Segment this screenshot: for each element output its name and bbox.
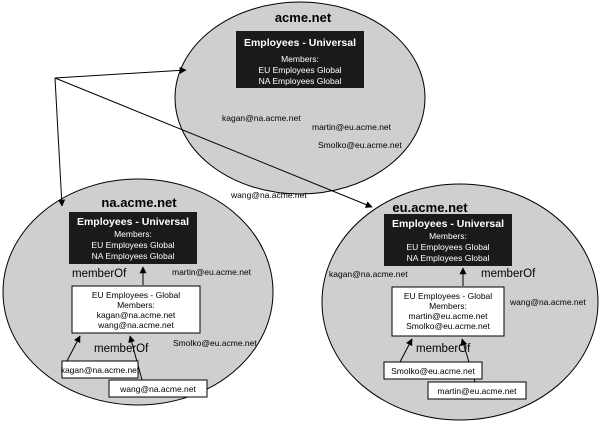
user-box-label-eu-0: Smolko@eu.acme.net <box>391 366 475 376</box>
domain-title-root: acme.net <box>275 10 332 25</box>
replication-line-to-eu <box>54 77 373 208</box>
user-label-root-2: Smolko@eu.acme.net <box>318 140 402 150</box>
user-box-na-1 <box>108 379 208 398</box>
global-group-eu <box>391 286 505 337</box>
universal-members-label-eu: Members: <box>429 231 467 241</box>
member-of-label-na-2: memberOf <box>94 343 149 355</box>
replication-line-to-na <box>54 77 66 207</box>
universal-group-na <box>69 212 197 264</box>
domain-title-eu: eu.acme.net <box>392 200 468 215</box>
outside-user-eu-0: kagan@na.acme.net <box>329 269 408 279</box>
universal-member-eu-0: EU Employees Global <box>406 242 489 252</box>
member-of-arrow-na-2a <box>66 335 81 362</box>
member-of-arrow-na-2b <box>128 335 143 381</box>
user-box-eu-1 <box>427 381 527 400</box>
outside-user-na-1: Smolko@eu.acme.net <box>173 338 257 348</box>
member-of-label-eu-2: memberOf <box>416 343 471 355</box>
domain-title-na: na.acme.net <box>101 195 177 210</box>
domain-ellipse-root <box>174 1 426 195</box>
user-box-eu-0 <box>383 361 483 380</box>
replication-line-to-root <box>54 66 187 79</box>
universal-title-na: Employees - Universal <box>77 216 189 228</box>
member-of-label-eu-1: memberOf <box>481 268 536 280</box>
universal-title-root: Employees - Universal <box>244 37 356 49</box>
global-title-na: EU Employees - Global <box>92 290 180 300</box>
universal-title-eu: Employees - Universal <box>392 218 504 230</box>
outside-user-na-0: martin@eu.acme.net <box>172 267 252 277</box>
global-member-eu-0: martin@eu.acme.net <box>408 311 488 321</box>
universal-group-eu <box>384 214 512 266</box>
universal-member-eu-1: NA Employees Global <box>407 253 490 263</box>
universal-member-root-0: EU Employees Global <box>258 65 341 75</box>
global-title-eu: EU Employees - Global <box>404 291 492 301</box>
global-member-na-1: wang@na.acme.net <box>97 320 174 330</box>
user-label-root-1: martin@eu.acme.net <box>312 122 392 132</box>
user-box-label-na-1: wang@na.acme.net <box>119 384 196 394</box>
user-box-label-eu-1: martin@eu.acme.net <box>437 386 517 396</box>
user-box-label-na-0: kagan@na.acme.net <box>61 365 140 375</box>
universal-members-label-na: Members: <box>114 229 152 239</box>
global-group-na <box>71 285 201 334</box>
universal-group-root <box>236 31 364 88</box>
global-members-label-eu: Members: <box>429 301 467 311</box>
member-of-arrow-eu-2a <box>399 338 413 363</box>
user-label-root-3: wang@na.acme.net <box>230 190 307 200</box>
member-of-label-na-1: memberOf <box>72 268 127 280</box>
global-member-na-0: kagan@na.acme.net <box>97 310 176 320</box>
user-label-root-0: kagan@na.acme.net <box>222 113 301 123</box>
outside-user-eu-1: wang@na.acme.net <box>509 297 586 307</box>
universal-member-na-0: EU Employees Global <box>91 240 174 250</box>
universal-member-root-1: NA Employees Global <box>259 76 342 86</box>
universal-members-label-root: Members: <box>281 54 319 64</box>
global-member-eu-1: Smolko@eu.acme.net <box>406 321 490 331</box>
user-box-na-0 <box>61 360 139 379</box>
universal-member-na-1: NA Employees Global <box>92 251 175 261</box>
global-members-label-na: Members: <box>117 300 155 310</box>
